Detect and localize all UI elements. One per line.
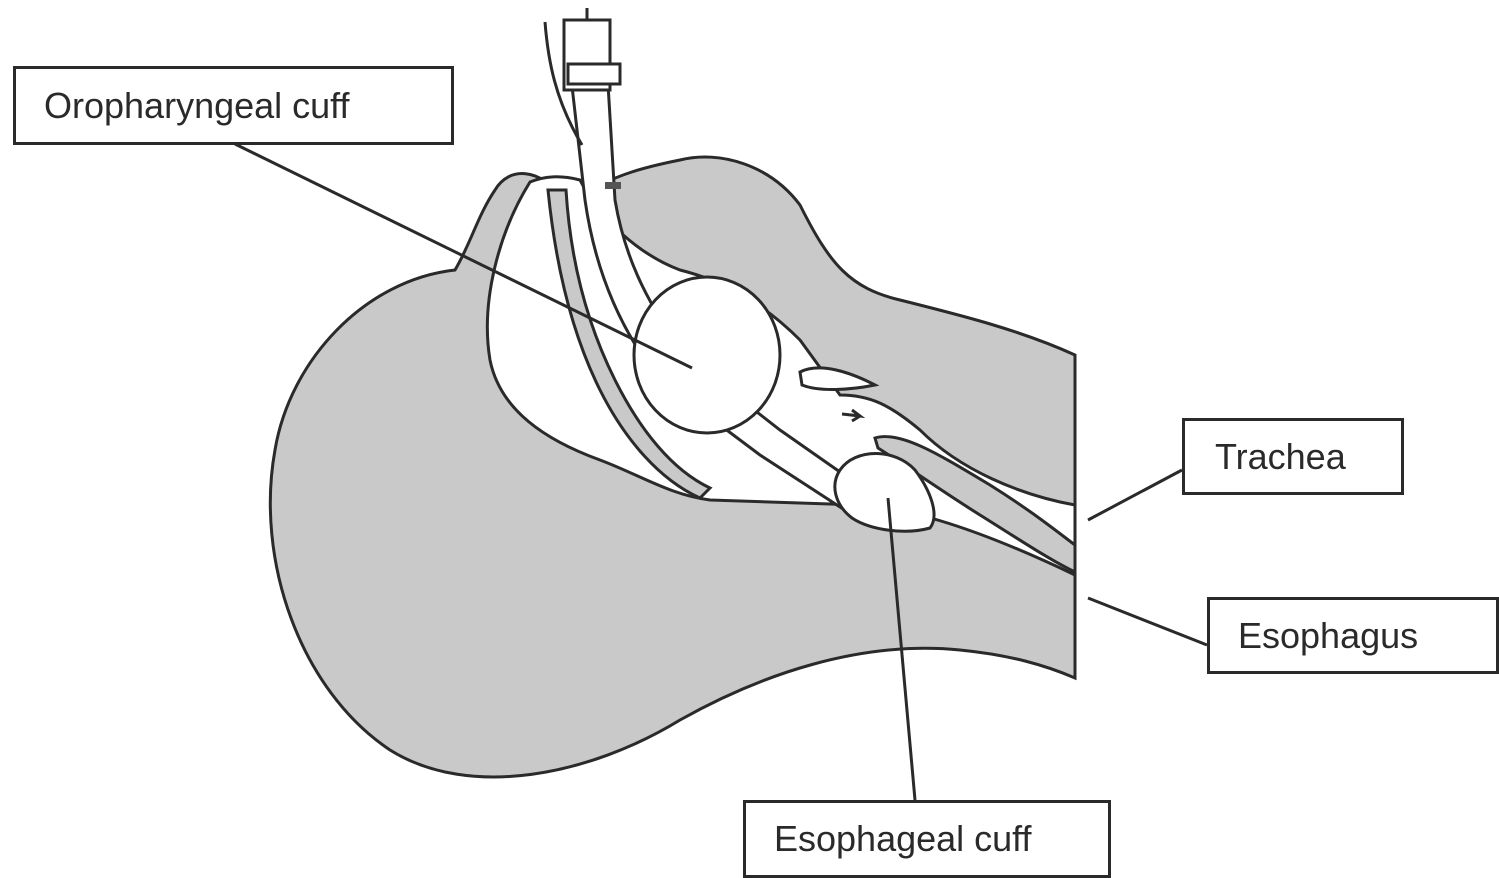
label-trachea: Trachea <box>1182 418 1404 495</box>
leader-trachea <box>1088 470 1182 520</box>
label-trachea-text: Trachea <box>1215 439 1346 475</box>
label-oropharyngeal-cuff-text: Oropharyngeal cuff <box>44 88 350 124</box>
label-esophageal-cuff: Esophageal cuff <box>743 800 1111 878</box>
label-esophagus-text: Esophagus <box>1238 618 1418 654</box>
tube-connector-ring <box>568 64 620 84</box>
leader-esophagus <box>1088 598 1207 645</box>
label-esophagus: Esophagus <box>1207 597 1499 674</box>
tube-marker <box>605 182 621 189</box>
label-esophageal-cuff-text: Esophageal cuff <box>774 821 1032 857</box>
label-oropharyngeal-cuff: Oropharyngeal cuff <box>13 66 454 145</box>
oropharyngeal-cuff-balloon <box>634 277 780 433</box>
